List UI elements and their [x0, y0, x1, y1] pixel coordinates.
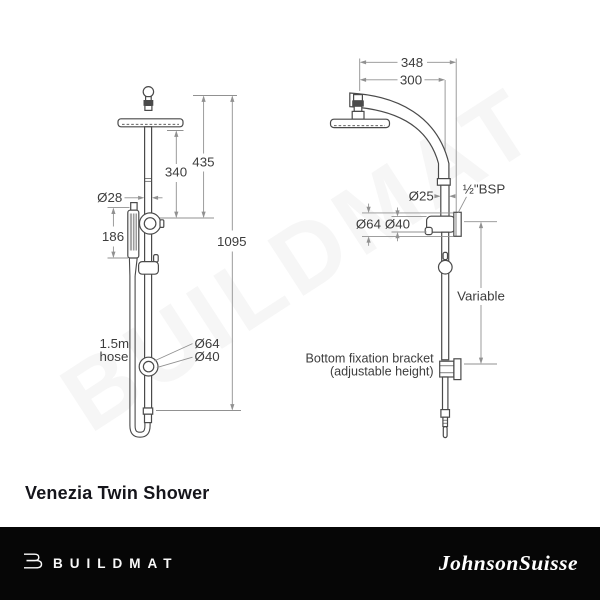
dim-dia40-front-label: Ø40: [195, 349, 220, 364]
bracket-note-line1: Bottom fixation bracket: [305, 352, 434, 366]
bracket-note-line2: (adjustable height): [330, 365, 434, 379]
hose-label-line1: 1.5m: [100, 336, 130, 351]
buildmat-logo-icon: [22, 551, 44, 576]
front-view: 340 435 1095 Ø28 186: [97, 86, 247, 438]
hose-front: [129, 276, 151, 438]
diverter-side: [437, 259, 453, 275]
technical-drawing: 340 435 1095 Ø28 186: [97, 55, 506, 439]
footer-bar: BUILDMAT JohnsonSuisse: [0, 527, 600, 600]
dim-variable-label: Variable: [457, 289, 505, 304]
shower-arm-side: [349, 92, 450, 180]
bottom-fixation-bracket: [439, 360, 455, 378]
dim-dia28-label: Ø28: [97, 190, 122, 205]
dim-186-label: 186: [102, 229, 124, 244]
dim-340-label: 340: [165, 165, 187, 180]
dim-dia64-front-label: Ø64: [195, 336, 220, 351]
dim-dia64-side-label: Ø64: [356, 217, 381, 232]
dim-348-label: 348: [401, 55, 423, 70]
dim-1095-label: 1095: [217, 234, 247, 249]
hand-shower-holder: [138, 261, 160, 275]
buildmat-wordmark: BUILDMAT: [53, 556, 179, 571]
wall-flange: [453, 211, 462, 237]
product-title: Venezia Twin Shower: [25, 483, 210, 503]
dim-dia40-side-label: Ø40: [385, 217, 410, 232]
buildmat-logo: BUILDMAT: [22, 551, 178, 576]
overhead-shower-front: [117, 118, 184, 128]
side-view: 348 300 Ø25 ½"BSP Ø64: [305, 55, 506, 439]
dim-300-label: 300: [400, 72, 422, 87]
dim-435-label: 435: [192, 155, 214, 170]
dim-dia25-label: Ø25: [409, 189, 434, 204]
thread-bsp-label: ½"BSP: [463, 181, 506, 196]
overhead-shower-side: [329, 118, 391, 129]
johnsonsuisse-wordmark: JohnsonSuisse: [438, 551, 578, 575]
hose-label-line2: hose: [100, 349, 129, 364]
side-shower-column: [329, 92, 462, 439]
front-shower-column: [117, 86, 184, 438]
